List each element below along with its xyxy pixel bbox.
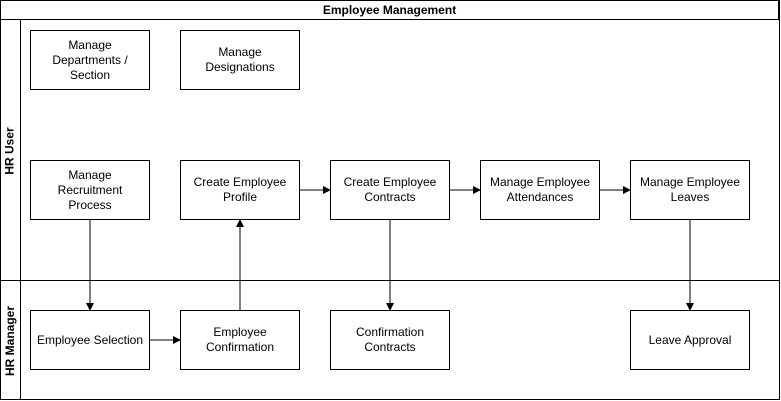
node-confirmation-contracts[interactable]: Confirmation Contracts — [330, 310, 450, 370]
node-leave-approval[interactable]: Leave Approval — [630, 310, 750, 370]
node-label: Confirmation Contracts — [355, 325, 425, 354]
node-manage-attendances[interactable]: Manage Employee Attendances — [480, 160, 600, 220]
node-employee-selection[interactable]: Employee Selection — [30, 310, 150, 370]
node-label: Manage Employee Leaves — [639, 175, 741, 204]
node-label: Create Employee Profile — [193, 175, 287, 204]
node-label: Employee Confirmation — [205, 325, 275, 354]
node-employee-confirmation[interactable]: Employee Confirmation — [180, 310, 300, 370]
node-label: Leave Approval — [648, 332, 732, 347]
node-manage-departments[interactable]: Manage Departments / Section — [30, 30, 150, 90]
node-label: Create Employee Contracts — [343, 175, 437, 204]
lane-header-hr-user: HR User — [0, 20, 21, 281]
node-label: Manage Employee Attendances — [489, 175, 591, 204]
node-manage-leaves[interactable]: Manage Employee Leaves — [630, 160, 750, 220]
node-label: Manage Designations — [205, 45, 275, 74]
node-label: Manage Departments / Section — [52, 37, 128, 82]
node-create-contracts[interactable]: Create Employee Contracts — [330, 160, 450, 220]
lane-header-hr-manager: HR Manager — [0, 281, 21, 400]
node-label: Employee Selection — [36, 332, 144, 347]
node-label: Manage Recruitment Process — [57, 167, 123, 212]
node-manage-designations[interactable]: Manage Designations — [180, 30, 300, 90]
node-create-profile[interactable]: Create Employee Profile — [180, 160, 300, 220]
node-manage-recruitment[interactable]: Manage Recruitment Process — [30, 160, 150, 220]
pool-title: Employee Management — [0, 0, 779, 20]
